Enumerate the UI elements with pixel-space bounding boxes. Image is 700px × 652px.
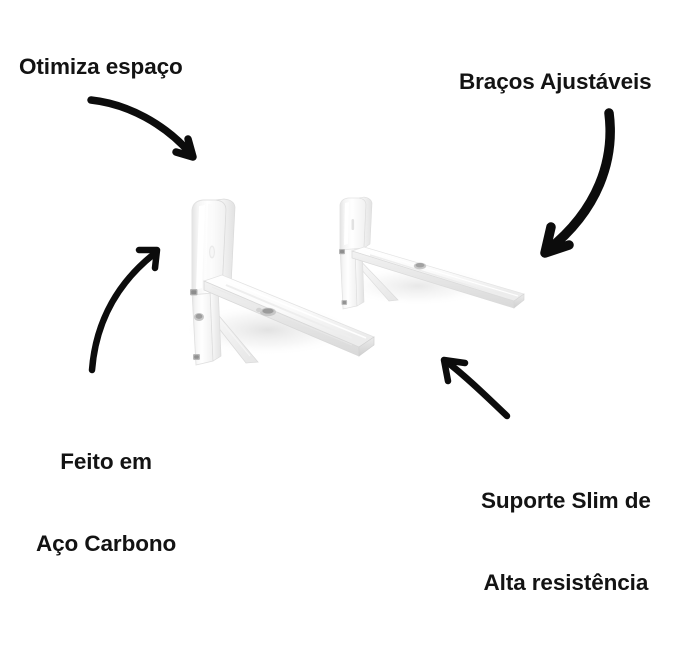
label-suporte-line1: Suporte Slim de [481,487,651,513]
right-plate-highlight [344,202,349,245]
left-plate-highlight-2 [206,204,212,288]
right-bracket [339,196,525,310]
label-feito-line1: Feito em [60,448,152,474]
label-otimiza-espaco: Otimiza espaço [19,54,183,79]
left-plate-highlight [196,205,205,290]
label-feito-line2: Aço Carbono [36,531,177,557]
right-bracket-wall-plate-side [358,196,373,249]
product-infographic: Otimiza espaço Braços Ajustáveis Feito e… [19,54,652,596]
left-arm-highlight [223,278,367,339]
label-feito-em-aco-carbono: Feito em Aço Carbono [36,393,176,613]
right-arm-rib [369,254,507,298]
left-bracket-plate-lower [191,288,214,366]
left-bracket [190,198,375,366]
left-bracket-bolts [190,289,276,360]
right-arm-highlight [365,249,519,297]
label-suporte-slim: Suporte Slim de Alta resistência [481,432,651,652]
right-bracket-arm-tip [513,293,525,309]
left-arm-lower-crease [211,286,353,346]
label-suporte-line2: Alta resistência [483,570,649,596]
left-bracket-arm-tip [358,336,375,357]
left-arm-rib [225,284,353,339]
left-plate-slot-inner [210,247,214,257]
product-illustration [182,196,525,366]
right-plate-slot [351,219,355,230]
label-bracos-ajustaveis: Braços Ajustáveis [459,69,652,94]
right-bracket-bolts [339,249,427,305]
